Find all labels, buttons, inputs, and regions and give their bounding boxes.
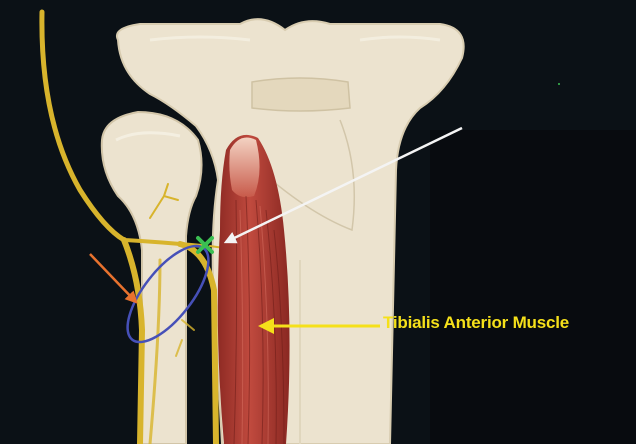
marker-dot [558, 83, 560, 85]
tibialis-anterior-label: Tibialis Anterior Muscle [383, 314, 569, 331]
background-panel [430, 130, 636, 444]
